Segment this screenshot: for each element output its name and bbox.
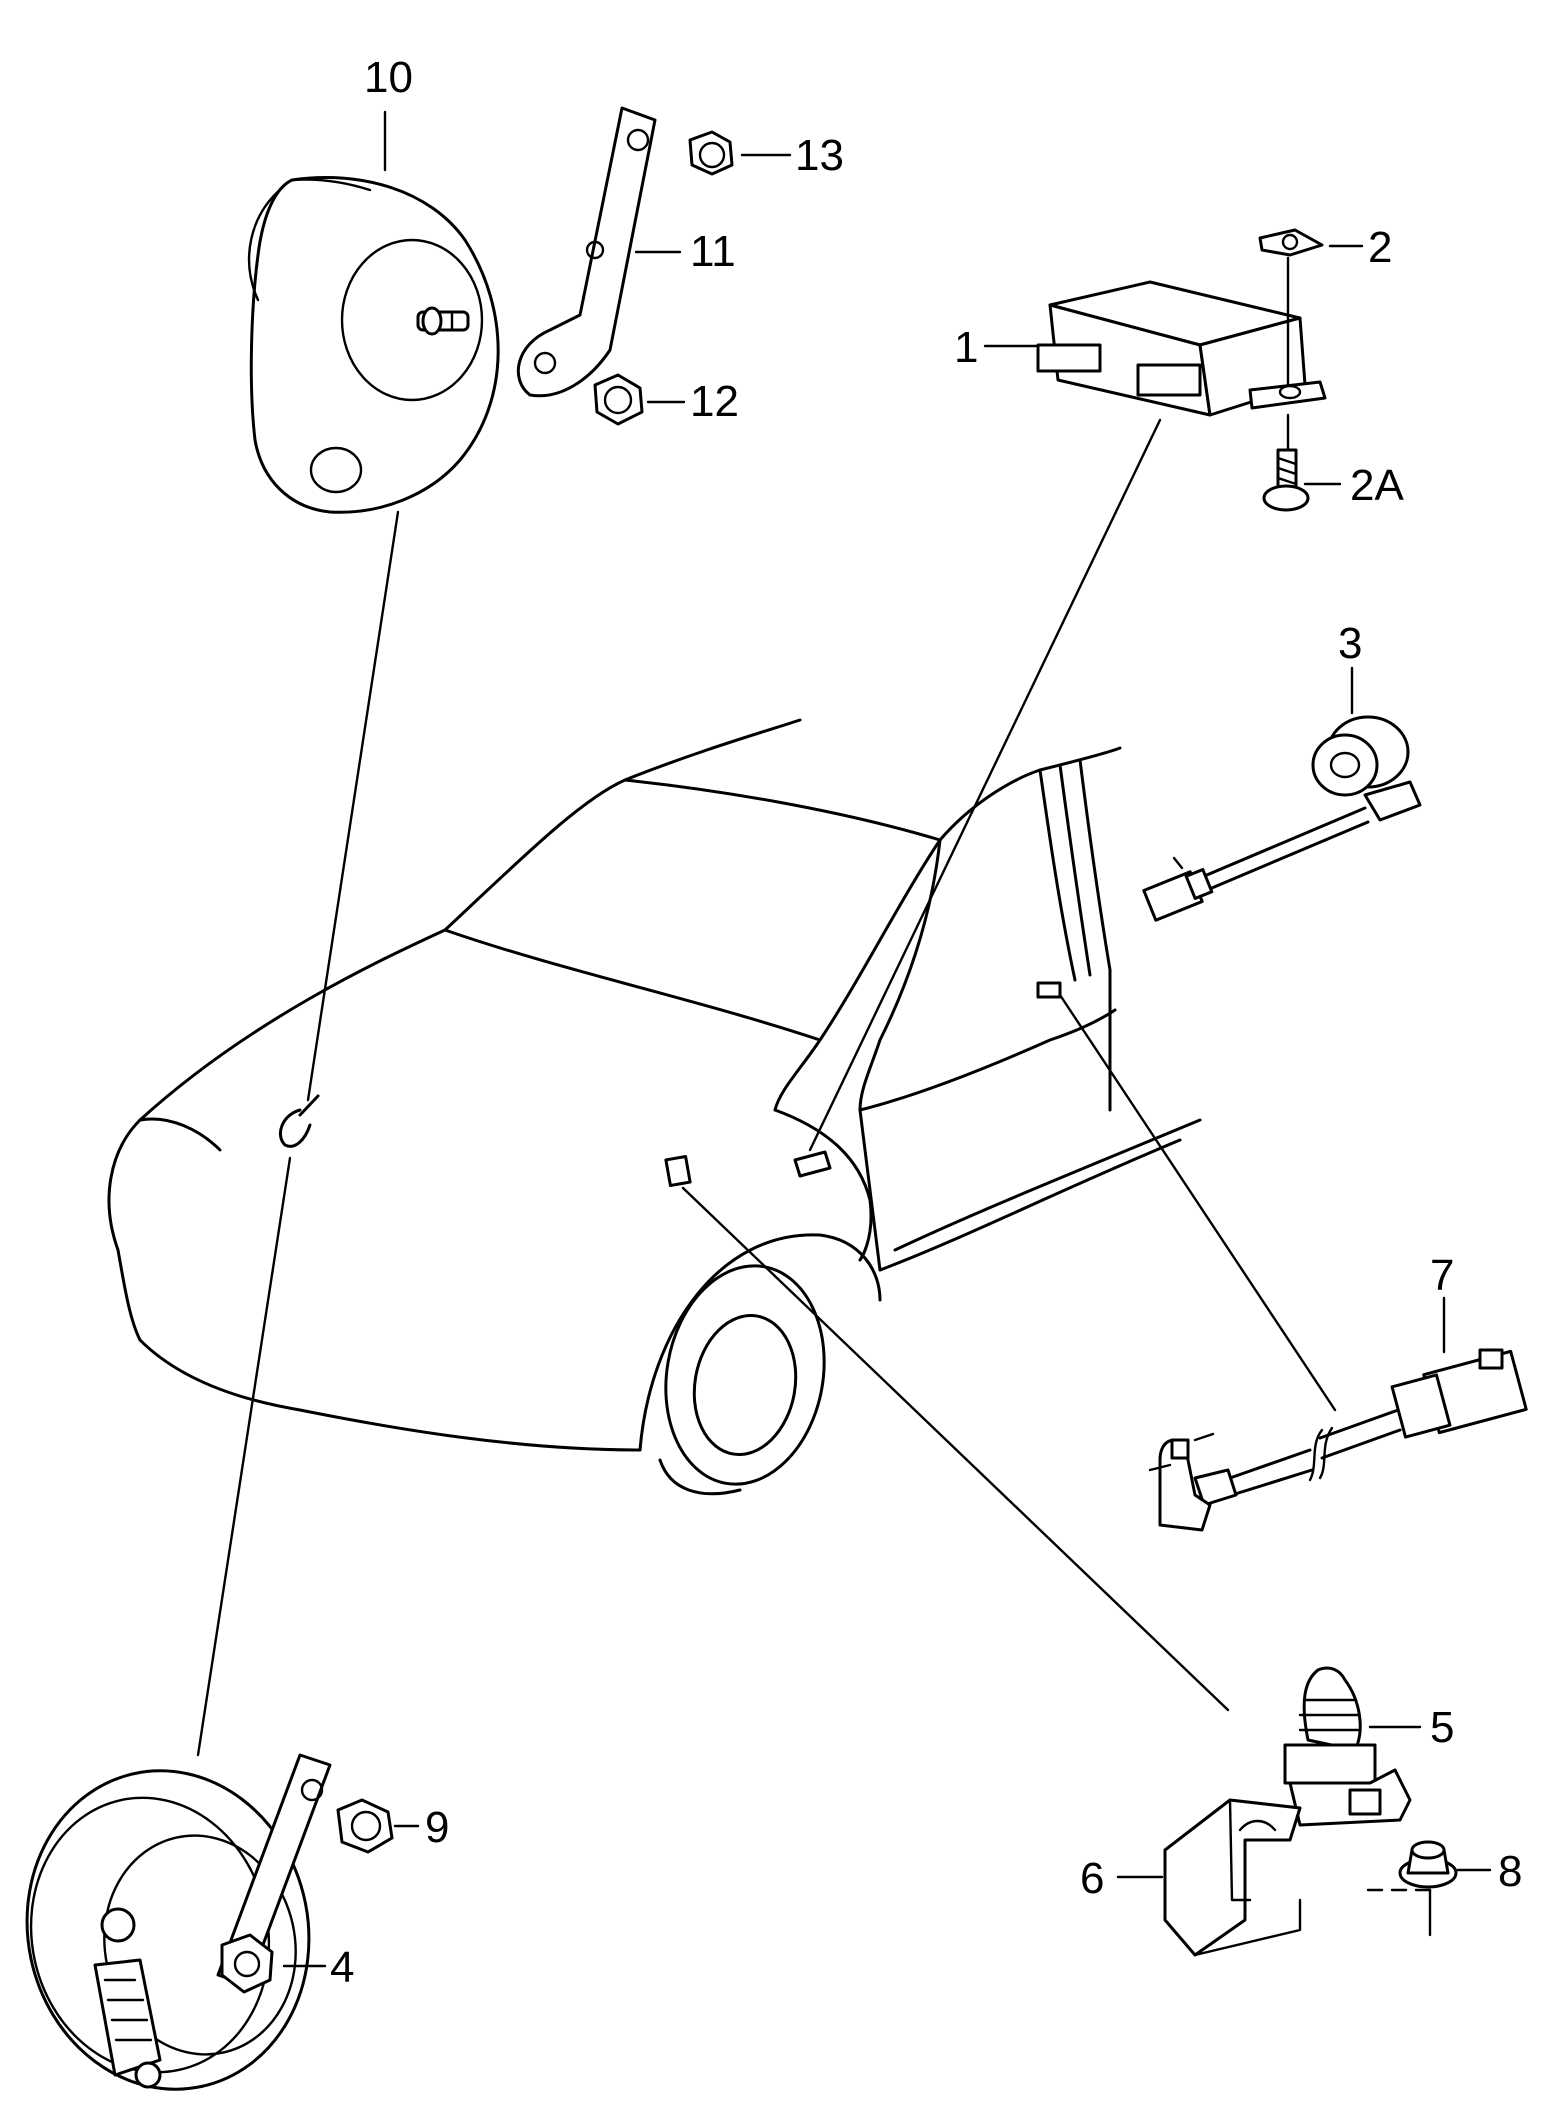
nut-8	[1398, 1840, 1458, 1889]
callout-dashes	[282, 110, 1492, 1968]
contact-switch	[1148, 1348, 1528, 1532]
car-outline	[107, 718, 1202, 1496]
sensor-coil	[1142, 715, 1422, 922]
horn-bracket-top	[516, 106, 657, 398]
label-12: 12	[690, 377, 739, 426]
label-7: 7	[1430, 1251, 1454, 1300]
nut-13	[688, 130, 734, 176]
bonnet-switch	[1283, 1666, 1412, 1827]
switch-bracket	[1163, 1798, 1302, 1957]
label-5: 5	[1430, 1703, 1454, 1752]
label-8: 8	[1498, 1847, 1522, 1896]
horn-top	[247, 176, 500, 514]
leader-lines	[196, 418, 1432, 1937]
label-10: 10	[364, 53, 413, 102]
label-9: 9	[425, 1803, 449, 1852]
label-13: 13	[795, 131, 844, 180]
nut-9	[336, 1798, 394, 1854]
car-markers	[279, 981, 1062, 1188]
label-2a: 2A	[1350, 461, 1404, 510]
clip-2	[1258, 228, 1324, 387]
label-6: 6	[1080, 1854, 1104, 1903]
part-labels: 10 13 11 12 1 2 2A 3 7 5 6 8 9 4	[330, 53, 1522, 1992]
nut-12	[593, 373, 644, 426]
screw-2a	[1262, 413, 1310, 512]
label-11: 11	[690, 227, 736, 276]
label-2: 2	[1368, 223, 1392, 272]
label-4: 4	[330, 1943, 354, 1992]
horn-bottom	[25, 1753, 332, 2091]
label-3: 3	[1338, 619, 1362, 668]
control-unit	[1036, 280, 1327, 417]
label-1: 1	[954, 323, 978, 372]
